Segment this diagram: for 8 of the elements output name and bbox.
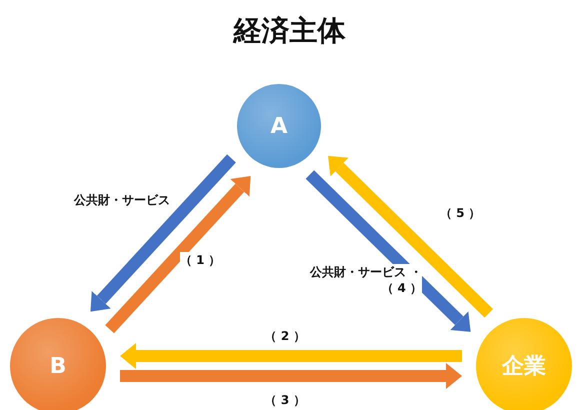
title: 経済主体: [232, 13, 346, 49]
arrow: [90, 154, 236, 312]
entity-circle: B: [10, 318, 106, 410]
arrow: [120, 363, 462, 389]
arrow: [328, 156, 493, 318]
arrow: [306, 170, 471, 332]
entity-circle: 企業: [476, 318, 572, 410]
entity-circle: A: [237, 84, 321, 168]
